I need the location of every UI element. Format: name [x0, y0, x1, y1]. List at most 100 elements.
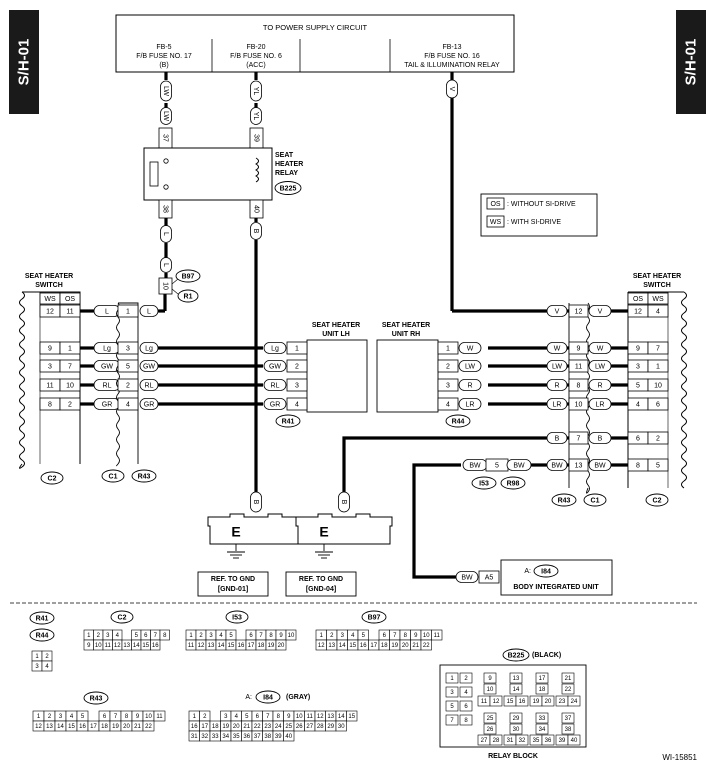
right-switch-pin-os-number: 9	[636, 345, 640, 352]
unit-rh-title: UNIT RH	[392, 331, 420, 338]
relay-block-cavity-number: 33	[539, 716, 546, 722]
right-conn-pin-number: 8	[577, 382, 581, 389]
face-i84-cavity-number: 23	[264, 724, 271, 730]
right-switch-pin-os-number: 12	[634, 308, 642, 315]
relay-pin-37-number: 37	[162, 134, 169, 142]
wire-color-right-conn-in-text: R	[554, 382, 559, 389]
unit-lh-pin	[286, 341, 308, 355]
wire-color-right-conn-out-text: LR	[596, 401, 605, 408]
face-r43-cavity-number: 1	[37, 714, 41, 720]
face-b97-cavity-number: 8	[404, 633, 408, 639]
power-fuse-source: TAIL & ILLUMINATION RELAY	[404, 62, 500, 69]
leader	[171, 288, 179, 295]
face-i53-cavity-number: 10	[288, 633, 295, 639]
unit-rh-pin-number: 1	[446, 345, 450, 352]
face-i53-cavity-number: 5	[229, 633, 233, 639]
wire-color-lw	[160, 107, 172, 125]
face-label-b225	[502, 648, 530, 662]
relay-block-cavity-number: 17	[539, 676, 546, 682]
left-conn-pin-number: 2	[126, 382, 130, 389]
relay-block-cavity-number: 25	[487, 716, 494, 722]
connector-r44-label: R44	[452, 418, 465, 425]
face-label-b225-note: (BLACK)	[532, 652, 561, 659]
wire-color-unit-rh-text: R	[467, 382, 472, 389]
connector-b97-label: B97	[182, 273, 195, 280]
wire-color-right-conn-in-text: BW	[551, 462, 563, 469]
relay-block-cavity-number: 13	[513, 676, 520, 682]
face-b97-cavity-number: 7	[393, 633, 397, 639]
face-i53-cavity-number: 2	[199, 633, 203, 639]
b97-pin	[158, 277, 173, 295]
wire-color-i53-out-text: BW	[513, 462, 525, 469]
face-label-b97	[361, 610, 387, 624]
face-b97-cavity-number: 3	[341, 633, 345, 639]
right-switch-pin-os-number: 4	[636, 401, 640, 408]
face-b97-cavity-number: 15	[349, 643, 356, 649]
unit-lh-pin	[286, 378, 308, 392]
left-switch-pin-os-number: 7	[68, 363, 72, 370]
connector-r43-right	[551, 493, 577, 507]
right-switch-pin-ws-number: 2	[656, 435, 660, 442]
face-c2-cavity-number: 3	[106, 633, 110, 639]
left-conn-pin-number: 5	[126, 363, 130, 370]
connector-r41	[275, 414, 301, 428]
wire-color-unit-lh-text: Lg	[271, 345, 279, 352]
wire-color-unit-rh	[458, 379, 482, 391]
connector-r98	[500, 476, 526, 490]
face-c2-cavity-number: 9	[87, 643, 91, 649]
wire-color-lw	[160, 80, 172, 102]
face-label-r44	[29, 628, 55, 642]
face-i84-cavity-number: 32	[201, 734, 208, 740]
face-r43-cavity-number: 9	[136, 714, 140, 720]
relay-block-cavity	[489, 734, 503, 746]
face-r41-r44-cavity-number: 1	[35, 654, 39, 660]
wire-color-unit-lh	[263, 379, 287, 391]
face-i84-cavity-number: 14	[338, 714, 345, 720]
relay-block-cavity-number: 16	[519, 699, 526, 705]
face-r43-cavity	[142, 720, 155, 732]
relay-block-cavity	[509, 723, 523, 735]
wire-color-l	[160, 257, 172, 273]
connector-r44	[445, 414, 471, 428]
right-switch-pin-ws-number: 10	[654, 382, 662, 389]
wire-color-right-conn-out	[588, 398, 612, 410]
face-i53-cavity	[285, 629, 297, 641]
body-unit-pin-number: A5	[485, 574, 494, 581]
face-c2-cavity-number: 14	[133, 643, 140, 649]
face-c2-cavity-number: 7	[154, 633, 158, 639]
face-i84-cavity-number: 4	[235, 714, 239, 720]
unit-lh-title: UNIT LH	[322, 331, 350, 338]
left-switch-pin-os-number: 11	[66, 308, 73, 315]
wire-color-left-conn	[139, 379, 159, 391]
wire-color-i53-out	[506, 459, 532, 471]
right-switch-pin-os-number: 6	[636, 435, 640, 442]
wire-color-left-conn-text: GR	[144, 401, 155, 408]
power-fuse-name: F/B FUSE NO. 16	[424, 53, 480, 60]
face-i84-cavity-number: 28	[317, 724, 324, 730]
face-i84-cavity-number: 36	[243, 734, 250, 740]
face-i84-cavity-number: 25	[285, 724, 292, 730]
face-r43-cavity-number: 19	[112, 724, 119, 730]
face-label-r43-label: R43	[90, 695, 103, 702]
section-tab-left: S/H-01	[9, 10, 39, 114]
seat-heater-unit-lh	[306, 339, 368, 413]
ground-right-wire-color	[338, 491, 350, 513]
face-i84-cavity	[283, 730, 295, 742]
connector-r1	[177, 289, 199, 303]
relay-block-cavity	[459, 714, 473, 726]
relay-pin-38-number: 38	[162, 205, 169, 213]
relay-block-cavity	[535, 672, 549, 684]
face-r41-r44-cavity-number: 4	[45, 664, 49, 670]
right-conn-pin-number: 12	[575, 308, 583, 315]
wire-color-lw-text: LW	[162, 86, 169, 96]
body-unit-label: BODY INTEGRATED UNIT	[513, 584, 599, 591]
wire-color-right-conn-out-text: B	[598, 435, 603, 442]
section-tab-right: S/H-01	[676, 10, 706, 114]
right-conn-pin	[568, 458, 589, 472]
face-b97-cavity-number: 22	[423, 643, 430, 649]
relay-block-cavity	[541, 695, 555, 707]
right-switch-title: SEAT HEATER	[633, 273, 681, 280]
relay-block-cavity	[515, 734, 529, 746]
unit-lh-pin-number: 1	[295, 345, 299, 352]
